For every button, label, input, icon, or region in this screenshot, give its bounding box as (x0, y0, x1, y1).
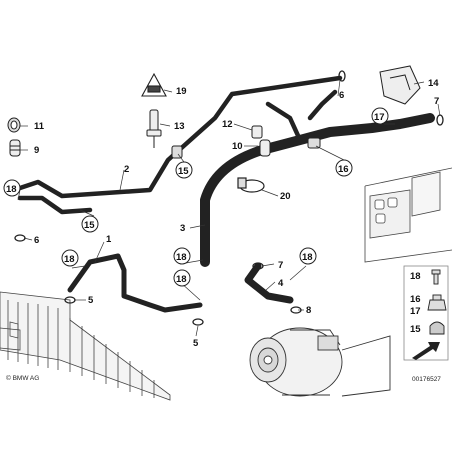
drawing-number: 00176527 (412, 376, 441, 383)
line-1-pressure-hose (67, 253, 203, 313)
copyright: © BMW AG (6, 374, 39, 382)
condenser-sketch (0, 291, 171, 401)
callout-18-b: 18 (176, 252, 187, 263)
legend-17: 17 (410, 306, 421, 317)
callout-18-c: 18 (176, 274, 187, 285)
callout-18-a: 18 (6, 184, 17, 195)
circled-callouts (3, 107, 389, 287)
hose-clamp-20 (237, 177, 265, 193)
callout-7-mid: 7 (278, 260, 283, 271)
valve-cap-9 (9, 139, 21, 157)
callout-8: 8 (306, 305, 311, 316)
pressure-sensor-13 (146, 109, 162, 148)
fastener-legend: 18 16 17 15 (403, 265, 449, 361)
circled-callout-labels: 15 15 16 17 18 18 18 18 18 (6, 112, 385, 285)
callout-11: 11 (34, 121, 45, 132)
callout-10: 10 (232, 141, 243, 152)
nut-icon (427, 294, 447, 311)
callout-19: 19 (176, 86, 187, 97)
callout-20: 20 (280, 191, 291, 202)
legend-16: 16 (410, 294, 421, 305)
seal-ring-11 (7, 117, 21, 133)
line-to-evaporator (265, 89, 338, 143)
callout-16: 16 (338, 164, 349, 175)
hose-3-flexible (200, 113, 435, 267)
callout-4: 4 (278, 278, 284, 289)
callout-18-e: 18 (302, 252, 313, 263)
callout-2: 2 (124, 164, 129, 175)
compressor-sketch (249, 327, 391, 397)
callout-1: 1 (106, 234, 112, 245)
callout-3: 3 (180, 223, 185, 234)
callout-13: 13 (174, 121, 185, 132)
callout-15-left: 15 (84, 220, 95, 231)
clip-icon (429, 321, 445, 335)
callout-12: 12 (222, 119, 233, 130)
bracket-14 (379, 65, 421, 105)
callout-15-mid: 15 (178, 166, 189, 177)
line-4-compressor-pipe (244, 262, 294, 304)
callout-17: 17 (374, 112, 385, 123)
sealing-rings (14, 70, 444, 326)
arrow-icon (412, 342, 440, 360)
callouts: 1 2 3 4 5 5 6 6 7 7 8 9 10 11 12 13 14 1… (34, 78, 439, 349)
callout-6-top: 6 (339, 90, 344, 101)
fitting-15 (171, 145, 183, 159)
line-2-suction-pipe (17, 75, 343, 215)
callout-7-right: 7 (434, 96, 439, 107)
fitting-16 (307, 137, 321, 149)
callout-9: 9 (34, 145, 39, 156)
legend-15: 15 (410, 324, 421, 335)
leader-lines (17, 79, 441, 337)
callout-5-left: 5 (88, 295, 94, 306)
bolt-icon (431, 269, 441, 285)
callout-5-bottom: 5 (193, 338, 199, 349)
valve-10 (259, 139, 271, 157)
dryer-bracket-sketch (364, 167, 452, 263)
valve-12 (251, 125, 263, 139)
callout-18-d: 18 (64, 254, 75, 265)
legend-18: 18 (410, 271, 421, 282)
callout-14: 14 (428, 78, 439, 89)
warning-label-19 (141, 72, 167, 97)
callout-6-left: 6 (34, 235, 39, 246)
